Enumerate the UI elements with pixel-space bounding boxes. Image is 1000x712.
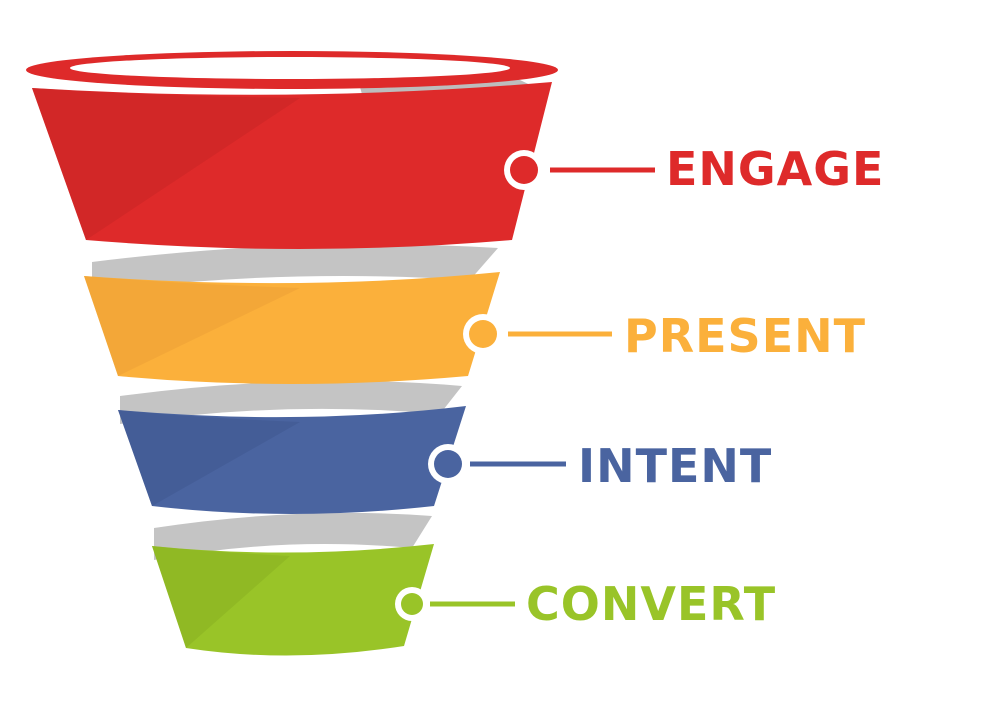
label-convert: CONVERT [526, 577, 776, 631]
ribbon-4 [154, 512, 432, 560]
band-convert-shade [152, 546, 290, 648]
funnel-bands [32, 82, 552, 656]
ribbon-2 [92, 244, 498, 292]
stage-labels: ENGAGE PRESENT INTENT CONVERT [526, 142, 884, 631]
callouts [395, 150, 655, 621]
label-intent: INTENT [578, 439, 772, 493]
ribbon-3 [120, 380, 462, 424]
band-engage-shade [32, 88, 300, 240]
callout-engage [504, 150, 655, 190]
callout-dot [469, 320, 497, 348]
funnel-rim [26, 51, 558, 89]
callout-present [463, 314, 612, 354]
callout-intent [428, 444, 566, 484]
callout-dot [401, 593, 423, 615]
callout-dot [510, 156, 538, 184]
band-present-shade [84, 276, 300, 376]
label-present: PRESENT [624, 309, 866, 363]
callout-convert [395, 587, 515, 621]
callout-dot [434, 450, 462, 478]
band-intent-shade [118, 410, 300, 506]
label-engage: ENGAGE [666, 142, 884, 196]
